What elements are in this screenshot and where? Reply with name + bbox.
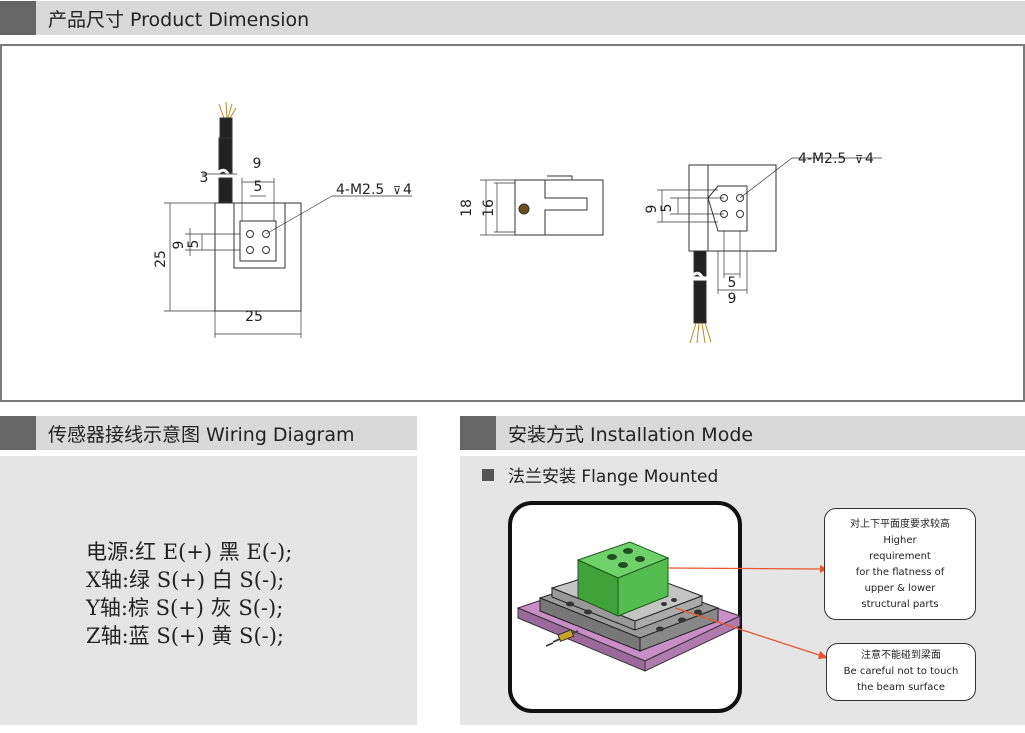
section-title: 安装方式 Installation Mode [508, 423, 754, 446]
dimension-drawing: 9 5 3 4-M2.5 ⊽ 4 25 9 5 25 18 16 4-M2.5 … [153, 101, 882, 344]
section-header-dimension: 产品尺寸 Product Dimension [0, 1, 1025, 35]
callout-flatness-line: structural parts [861, 599, 939, 610]
flange-mounted-label: 法兰安装 Flange Mounted [482, 462, 718, 487]
wiring-line-z: Z轴:蓝 S(+) 黄 S(-); [86, 624, 285, 648]
dim-front-hole-spec: 4-M2.5 [336, 182, 384, 198]
dim-front-side-9: 9 [171, 241, 187, 250]
callout-beam-line: the beam surface [856, 682, 946, 693]
dim-front-3: 3 [200, 170, 209, 186]
dim-front-5: 5 [254, 179, 263, 195]
wiring-text: 电源:红 E(+) 黑 E(-); X轴:绿 S(+) 白 S(-); Y轴:棕 S… [86, 538, 292, 650]
callout-flatness-line: requirement [869, 551, 931, 562]
flange-label: 法兰安装 Flange Mounted [508, 467, 719, 487]
dim-front-hole-depth: 4 [403, 182, 412, 198]
dimension-panel: 9 5 3 4-M2.5 ⊽ 4 25 9 5 25 18 16 4-M2.5 … [0, 44, 1025, 402]
callout-beam-line: Be careful not to touch [843, 666, 959, 677]
callout-flatness-zh: 对上下平面度要求较高 [850, 519, 950, 530]
callout-flatness-line: for the flatness of [855, 567, 945, 578]
bullet-square-icon [482, 468, 494, 481]
callout-beam: 注意不能碰到梁面 Be careful not to touch the bea… [826, 643, 976, 701]
dim-side-18: 18 [459, 199, 475, 217]
dim-back-bottom-5: 5 [728, 275, 737, 291]
section-header-installation: 安装方式 Installation Mode [460, 416, 1025, 450]
dim-back-bottom-9: 9 [728, 291, 737, 307]
dim-back-hole-spec: 4-M2.5 [798, 151, 846, 167]
section-title: 传感器接线示意图 Wiring Diagram [48, 423, 355, 446]
installation-illustration [508, 501, 828, 713]
wiring-line-x: X轴:绿 S(+) 白 S(-); [86, 568, 285, 592]
dim-side-16: 16 [481, 199, 497, 217]
header-marker [0, 1, 36, 35]
dim-front-height: 25 [153, 250, 169, 268]
installation-panel: 对上下平面度要求较高 Higher requirement for the fl… [460, 456, 1025, 725]
arrow-beam [674, 607, 823, 657]
header-marker [0, 416, 36, 450]
dim-back-side-5: 5 [659, 204, 675, 213]
arrow-flatness [667, 567, 821, 570]
header-marker [460, 416, 496, 450]
dim-front-width: 25 [245, 309, 263, 325]
callout-flatness-line: upper & lower [864, 583, 936, 594]
section-header-wiring: 传感器接线示意图 Wiring Diagram [0, 416, 417, 450]
dim-front-9: 9 [253, 156, 262, 172]
depth-symbol: ⊽ [393, 184, 401, 197]
section-title: 产品尺寸 Product Dimension [48, 8, 310, 31]
callout-beam-zh: 注意不能碰到梁面 [861, 650, 941, 661]
wiring-line-y: Y轴:棕 S(+) 灰 S(-); [86, 596, 284, 620]
dim-back-hole-depth: 4 [865, 151, 874, 167]
wiring-panel: 电源:红 E(+) 黑 E(-); X轴:绿 S(+) 白 S(-); Y轴:棕 S… [0, 456, 417, 725]
callout-flatness-line: Higher [883, 535, 917, 546]
wiring-line-power: 电源:红 E(+) 黑 E(-); [86, 540, 293, 564]
dim-back-side-9: 9 [644, 205, 660, 214]
depth-symbol: ⊽ [855, 153, 863, 166]
dim-front-side-5: 5 [186, 240, 202, 249]
callout-flatness: 对上下平面度要求较高 Higher requirement for the fl… [824, 508, 976, 620]
